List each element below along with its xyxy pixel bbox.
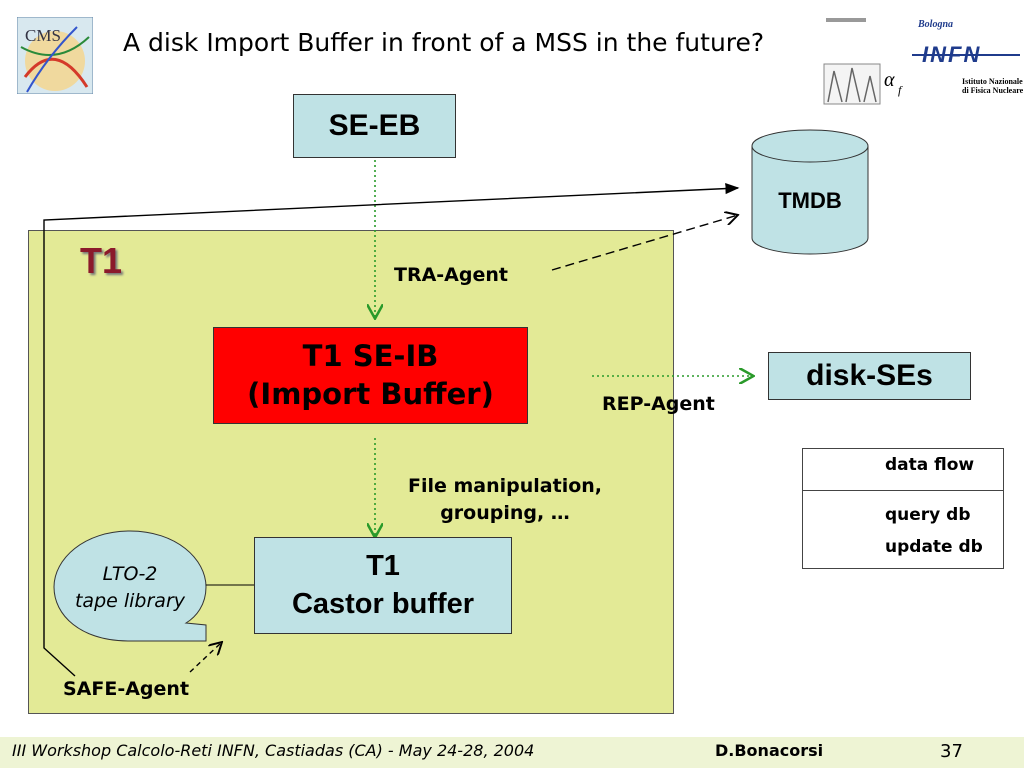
lto-label-line2: tape library — [74, 589, 185, 612]
legend-data-flow-label: data flow — [885, 455, 975, 475]
page-number: 37 — [940, 741, 963, 762]
safe-agent-label: SAFE-Agent — [63, 678, 190, 700]
svg-text:CMS: CMS — [25, 26, 61, 45]
legend-update-db-label: update db — [885, 537, 983, 557]
tra-agent-label: TRA-Agent — [394, 264, 508, 286]
file-manipulation-label: File manipulation, grouping, … — [380, 473, 630, 526]
lto-label-line1: LTO-2 — [102, 563, 158, 585]
svg-text:f: f — [898, 83, 903, 97]
disk-ses-box: disk-SEs — [768, 352, 971, 400]
se-eb-box: SE-EB — [293, 94, 456, 158]
castor-buffer-line2: Castor buffer — [291, 587, 475, 620]
file-manipulation-line1: File manipulation, — [407, 475, 603, 497]
footer-author: D.Bonacorsi — [715, 741, 824, 760]
infn-subtitle: Istituto Nazionale di Fisica Nucleare — [962, 77, 1024, 96]
svg-text:α: α — [884, 69, 895, 91]
infn-subtitle-line2: di Fisica Nucleare — [962, 85, 1024, 95]
infn-logo: α f — [823, 18, 1020, 105]
lto-tape-library-label: LTO-2 tape library — [58, 561, 202, 614]
t1-se-ib-box: T1 SE-IB (Import Buffer) — [213, 327, 528, 424]
tmdb-label: TMDB — [778, 188, 842, 213]
t1-se-ib-line2: (Import Buffer) — [247, 376, 494, 411]
slide-title: A disk Import Buffer in front of a MSS i… — [123, 28, 765, 57]
castor-buffer-line1: T1 — [366, 549, 400, 582]
legend-divider — [803, 490, 1003, 491]
legend-box — [802, 448, 1004, 569]
castor-buffer-box: T1 Castor buffer — [254, 537, 512, 634]
infn-subtitle-line1: Istituto Nazionale — [962, 77, 1023, 86]
infn-wordmark: INFN — [922, 42, 982, 67]
legend-query-db-label: query db — [885, 505, 971, 525]
t1-region-label: T1 — [80, 240, 123, 281]
update-safe-to-tmdb — [43, 182, 740, 677]
infn-city-label: Bologna — [918, 19, 954, 30]
tmdb-cylinder — [751, 129, 869, 255]
query-safe-to-lto — [189, 642, 222, 673]
footer-event: III Workshop Calcolo-Reti INFN, Castiada… — [12, 741, 535, 760]
footer-bar — [0, 737, 1024, 768]
lto-tape-library-shape — [53, 530, 207, 642]
cms-logo: CMS — [17, 17, 93, 94]
query-tra-to-tmdb — [551, 215, 738, 271]
rep-agent-label: REP-Agent — [602, 393, 715, 415]
t1-se-ib-line1: T1 SE-IB — [302, 338, 439, 373]
file-manipulation-line2: grouping, … — [440, 501, 570, 524]
